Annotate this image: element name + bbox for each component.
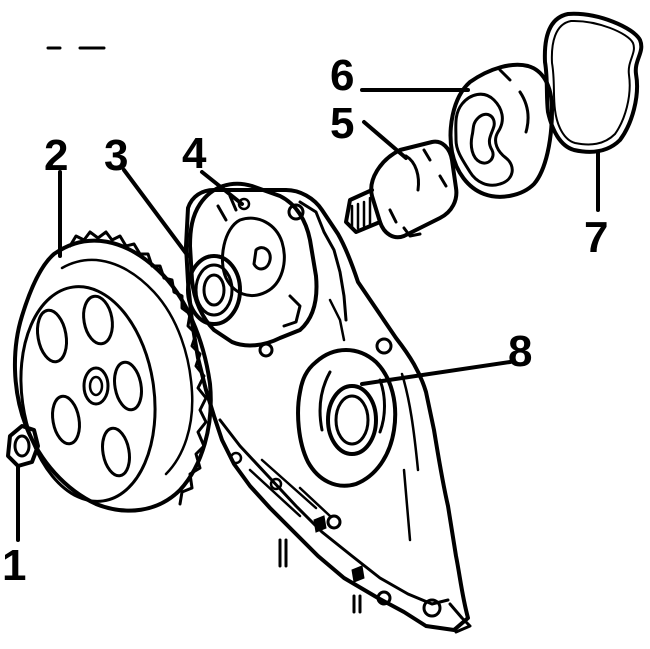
pump-shaft-body — [344, 139, 459, 240]
callout-label-3: 3 — [104, 131, 128, 180]
callout-label-8: 8 — [508, 327, 532, 376]
callout-label-5: 5 — [330, 99, 354, 148]
timing-cover — [184, 188, 472, 634]
callout-label-6: 6 — [330, 51, 354, 100]
sprocket-nut — [6, 424, 40, 468]
timing-sprocket — [12, 230, 213, 513]
callout-label-1: 1 — [2, 541, 26, 590]
gasket-ring — [542, 11, 644, 154]
oil-pump-housing — [188, 181, 319, 348]
callout-label-4: 4 — [182, 129, 207, 178]
pump-rotor — [448, 62, 554, 199]
shaft-seal — [186, 254, 242, 326]
callout-label-7: 7 — [584, 213, 608, 262]
leader-lines — [16, 88, 600, 542]
callout-label-2: 2 — [44, 131, 68, 180]
crankshaft-seal — [296, 348, 398, 488]
callout-numbers: 1 2 3 4 5 6 7 8 — [2, 51, 608, 590]
